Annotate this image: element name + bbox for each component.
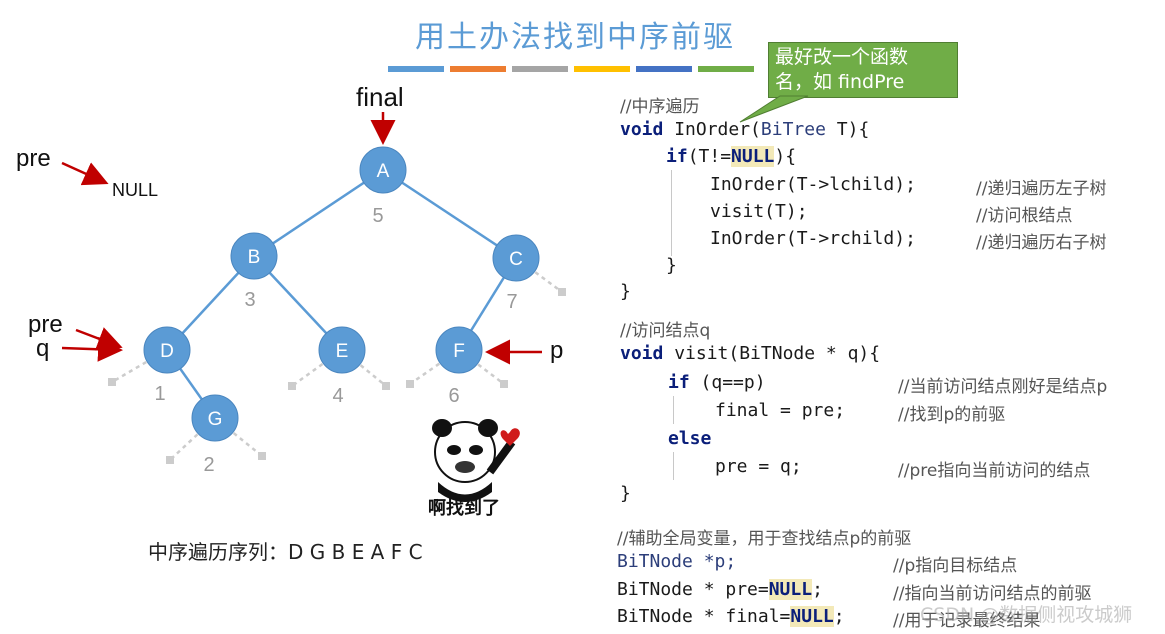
code-line-global-final: BiTNode * final=NULL; [617,606,845,627]
tree-node-label-G: G [208,409,223,430]
code-line-inorder-signature: void InOrder(BiTree T){ [620,119,870,140]
code-comment-inorder: //中序遍历 [620,97,700,117]
callout-line-1: 最好改一个函数 [775,46,909,68]
null-child-marker [166,456,174,464]
pointer-label-pre-2: pre [28,311,63,338]
tree-node-F [435,326,483,374]
code-comment-global-final: //用于记录最终结果 [893,611,1041,631]
code-line-inorder-left: InOrder(T->lchild); [710,174,916,195]
title-stripe [388,66,444,72]
code-line-close-func: } [620,281,631,302]
null-label: NULL [112,180,158,200]
code-comment-globals: //辅助全局变量，用于查找结点p的前驱 [617,529,912,549]
tree-node-label-A: A [377,161,390,182]
inorder-index-F: 6 [448,385,459,407]
tree-edge-A-C [382,168,517,260]
code-comment-visit: //访问根结点 [976,206,1073,226]
inorder-index-B: 3 [244,289,255,311]
inorder-index-D: 1 [154,383,165,405]
code-line-global-pre: BiTNode * pre=NULL; [617,579,823,600]
code-line-final-eq-pre: final = pre; [715,400,846,421]
code-comment-right: //递归遍历右子树 [976,233,1107,253]
title-stripe [512,66,568,72]
pointer-label-pre: pre [16,145,51,172]
null-child-marker [108,378,116,386]
indent-guide [673,396,674,424]
title-stripe [574,66,630,72]
code-comment-left: //递归遍历左子树 [976,179,1107,199]
code-line-if-not-null: if(T!=NULL){ [666,146,797,167]
pre-arrow [61,161,109,186]
meme-caption: 啊找到了 [428,498,500,519]
q-arrow [61,336,123,362]
pre2-arrow [75,327,123,351]
panda-meme-image [432,419,520,502]
tree-node-D [143,326,191,374]
inorder-sequence: 中序遍历序列：D G B E A F C [148,540,423,564]
inorder-index-E: 4 [332,385,343,407]
pointer-label-q: q [36,335,49,362]
code-comment-pre-eq-q: //pre指向当前访问的结点 [898,461,1091,481]
pointer-label-p: p [550,337,563,364]
null-child-marker [500,380,508,388]
code-comment-visit-func: //访问结点q [620,321,711,341]
tree-node-A [359,146,407,194]
indent-guide [673,452,674,480]
null-child-marker [406,380,414,388]
title-stripe [636,66,692,72]
inorder-index-G: 2 [203,454,214,476]
code-comment-global-p: //p指向目标结点 [893,556,1018,576]
tree-node-E [318,326,366,374]
code-line-close-visit: } [620,483,631,504]
title-underline-stripes [388,66,754,72]
tree-edge-A-B [253,168,384,258]
null-child-marker [558,288,566,296]
code-comment-q-eq-p: //当前访问结点刚好是结点p [898,377,1108,397]
page-title: 用土办法找到中序前驱 [415,20,735,55]
indent-guide [671,170,672,256]
code-line-global-p: BiTNode *p; [617,551,737,572]
code-line-inorder-right: InOrder(T->rchild); [710,228,916,249]
code-line-close-if: } [666,255,677,276]
callout-pointer [739,95,809,123]
code-line-visit-signature: void visit(BiTNode * q){ [620,343,881,364]
inorder-index-C: 7 [506,291,517,313]
null-child-marker [258,452,266,460]
callout-line-2: 名，如 findPre [775,71,905,93]
inorder-index-A: 5 [372,205,383,227]
tree-node-label-B: B [248,247,261,268]
rename-callout: 最好改一个函数 名，如 findPre [768,42,958,98]
heart-icon [500,428,520,446]
code-line-if-q-eq-p: if (q==p) [668,372,766,393]
tree-node-label-E: E [336,341,349,362]
code-comment-find-pre: //找到p的前驱 [898,405,1006,425]
tree-node-label-C: C [509,249,523,270]
null-child-marker [288,382,296,390]
code-line-pre-eq-q: pre = q; [715,456,802,477]
title-stripe [698,66,754,72]
code-line-else: else [668,428,712,449]
pointer-label-final: final [356,82,404,112]
tree-node-label-F: F [453,341,465,362]
title-stripe [450,66,506,72]
watermark: CSDN @数据侧视攻城狮 [920,604,1133,626]
code-comment-global-pre: //指向当前访问结点的前驱 [893,584,1092,604]
tree-node-label-D: D [160,341,174,362]
tree-node-C [492,234,540,282]
tree-node-B [230,232,278,280]
tree-node-G [191,394,239,442]
null-child-marker [382,382,390,390]
code-line-visit: visit(T); [710,201,808,222]
